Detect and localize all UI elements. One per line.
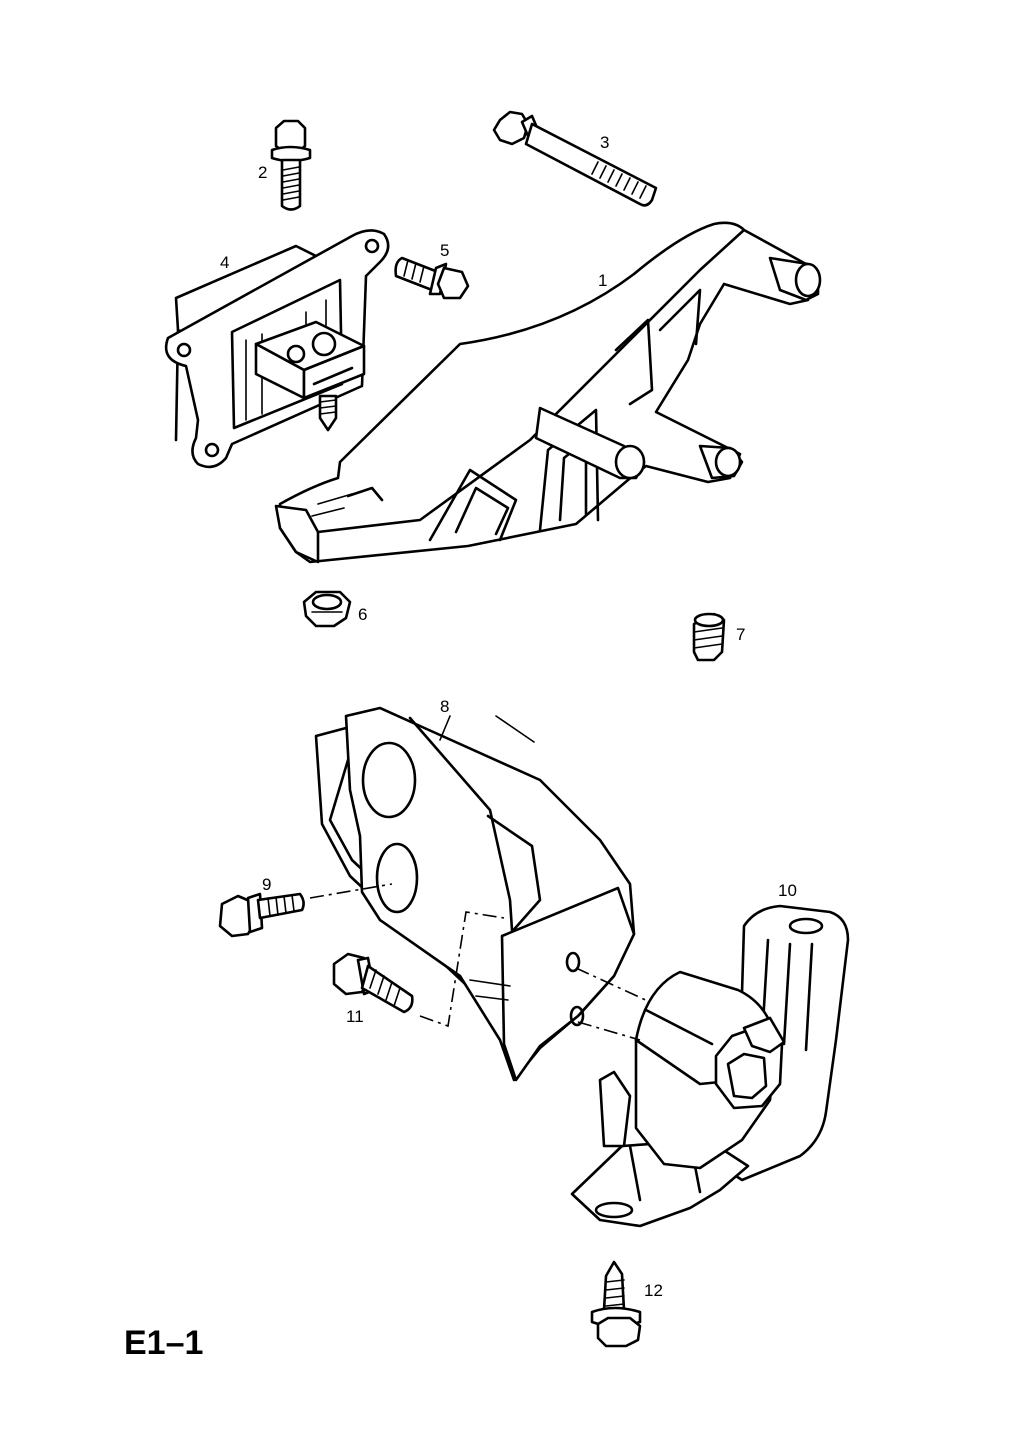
callout-10: 10 — [778, 881, 797, 900]
callout-2: 2 — [258, 163, 267, 182]
part-7-insert[interactable] — [692, 612, 726, 662]
leader-lines — [309, 715, 651, 1041]
part-6-nut[interactable] — [302, 590, 352, 628]
diagram-code: E1–1 — [124, 1324, 203, 1362]
callout-5: 5 — [440, 241, 449, 260]
part-4-mount[interactable] — [164, 229, 390, 469]
part-11-bolt[interactable] — [332, 952, 414, 1014]
part-10-mount[interactable] — [570, 904, 850, 1228]
part-12-screw[interactable] — [590, 1260, 642, 1348]
callout-7: 7 — [736, 625, 745, 644]
callout-4: 4 — [220, 253, 229, 272]
callout-12: 12 — [644, 1281, 663, 1300]
part-2-bolt[interactable] — [270, 119, 312, 211]
callout-6: 6 — [358, 605, 367, 624]
callouts: 1 2 3 4 5 6 7 8 9 10 11 12 — [220, 133, 797, 1300]
part-1-bracket[interactable] — [274, 221, 822, 564]
part-3-long-bolt[interactable] — [492, 110, 658, 207]
part-5-bolt[interactable] — [394, 256, 470, 300]
callout-11: 11 — [346, 1007, 364, 1026]
callout-8: 8 — [440, 697, 449, 716]
callout-9: 9 — [262, 875, 271, 894]
part-9-bolt[interactable] — [218, 892, 305, 938]
callout-3: 3 — [600, 133, 609, 152]
callout-1: 1 — [598, 271, 607, 290]
part-8-bracket[interactable] — [314, 706, 636, 1082]
